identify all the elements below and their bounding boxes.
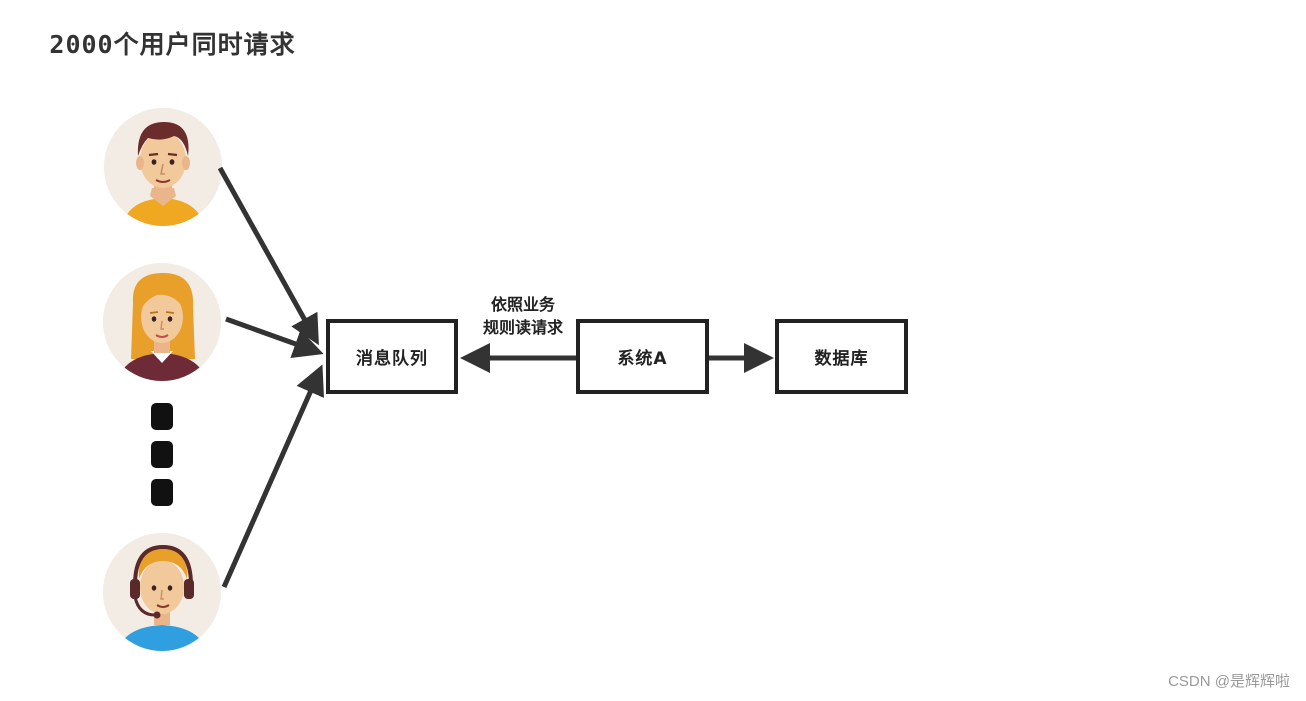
edge-label-line1: 依照业务	[468, 293, 578, 316]
system-a-node: 系统A	[576, 319, 709, 394]
message-queue-label: 消息队列	[356, 344, 428, 369]
arrow-user3-to-queue	[224, 370, 320, 587]
watermark: CSDN @是辉辉啦	[1168, 670, 1290, 691]
arrow-user1-to-queue	[220, 168, 316, 340]
database-node: 数据库	[775, 319, 908, 394]
edge-label: 依照业务 规则读请求	[468, 293, 578, 339]
system-a-label: 系统A	[617, 344, 667, 369]
database-label: 数据库	[815, 344, 869, 369]
message-queue-node: 消息队列	[326, 319, 458, 394]
edge-label-line2: 规则读请求	[468, 316, 578, 339]
